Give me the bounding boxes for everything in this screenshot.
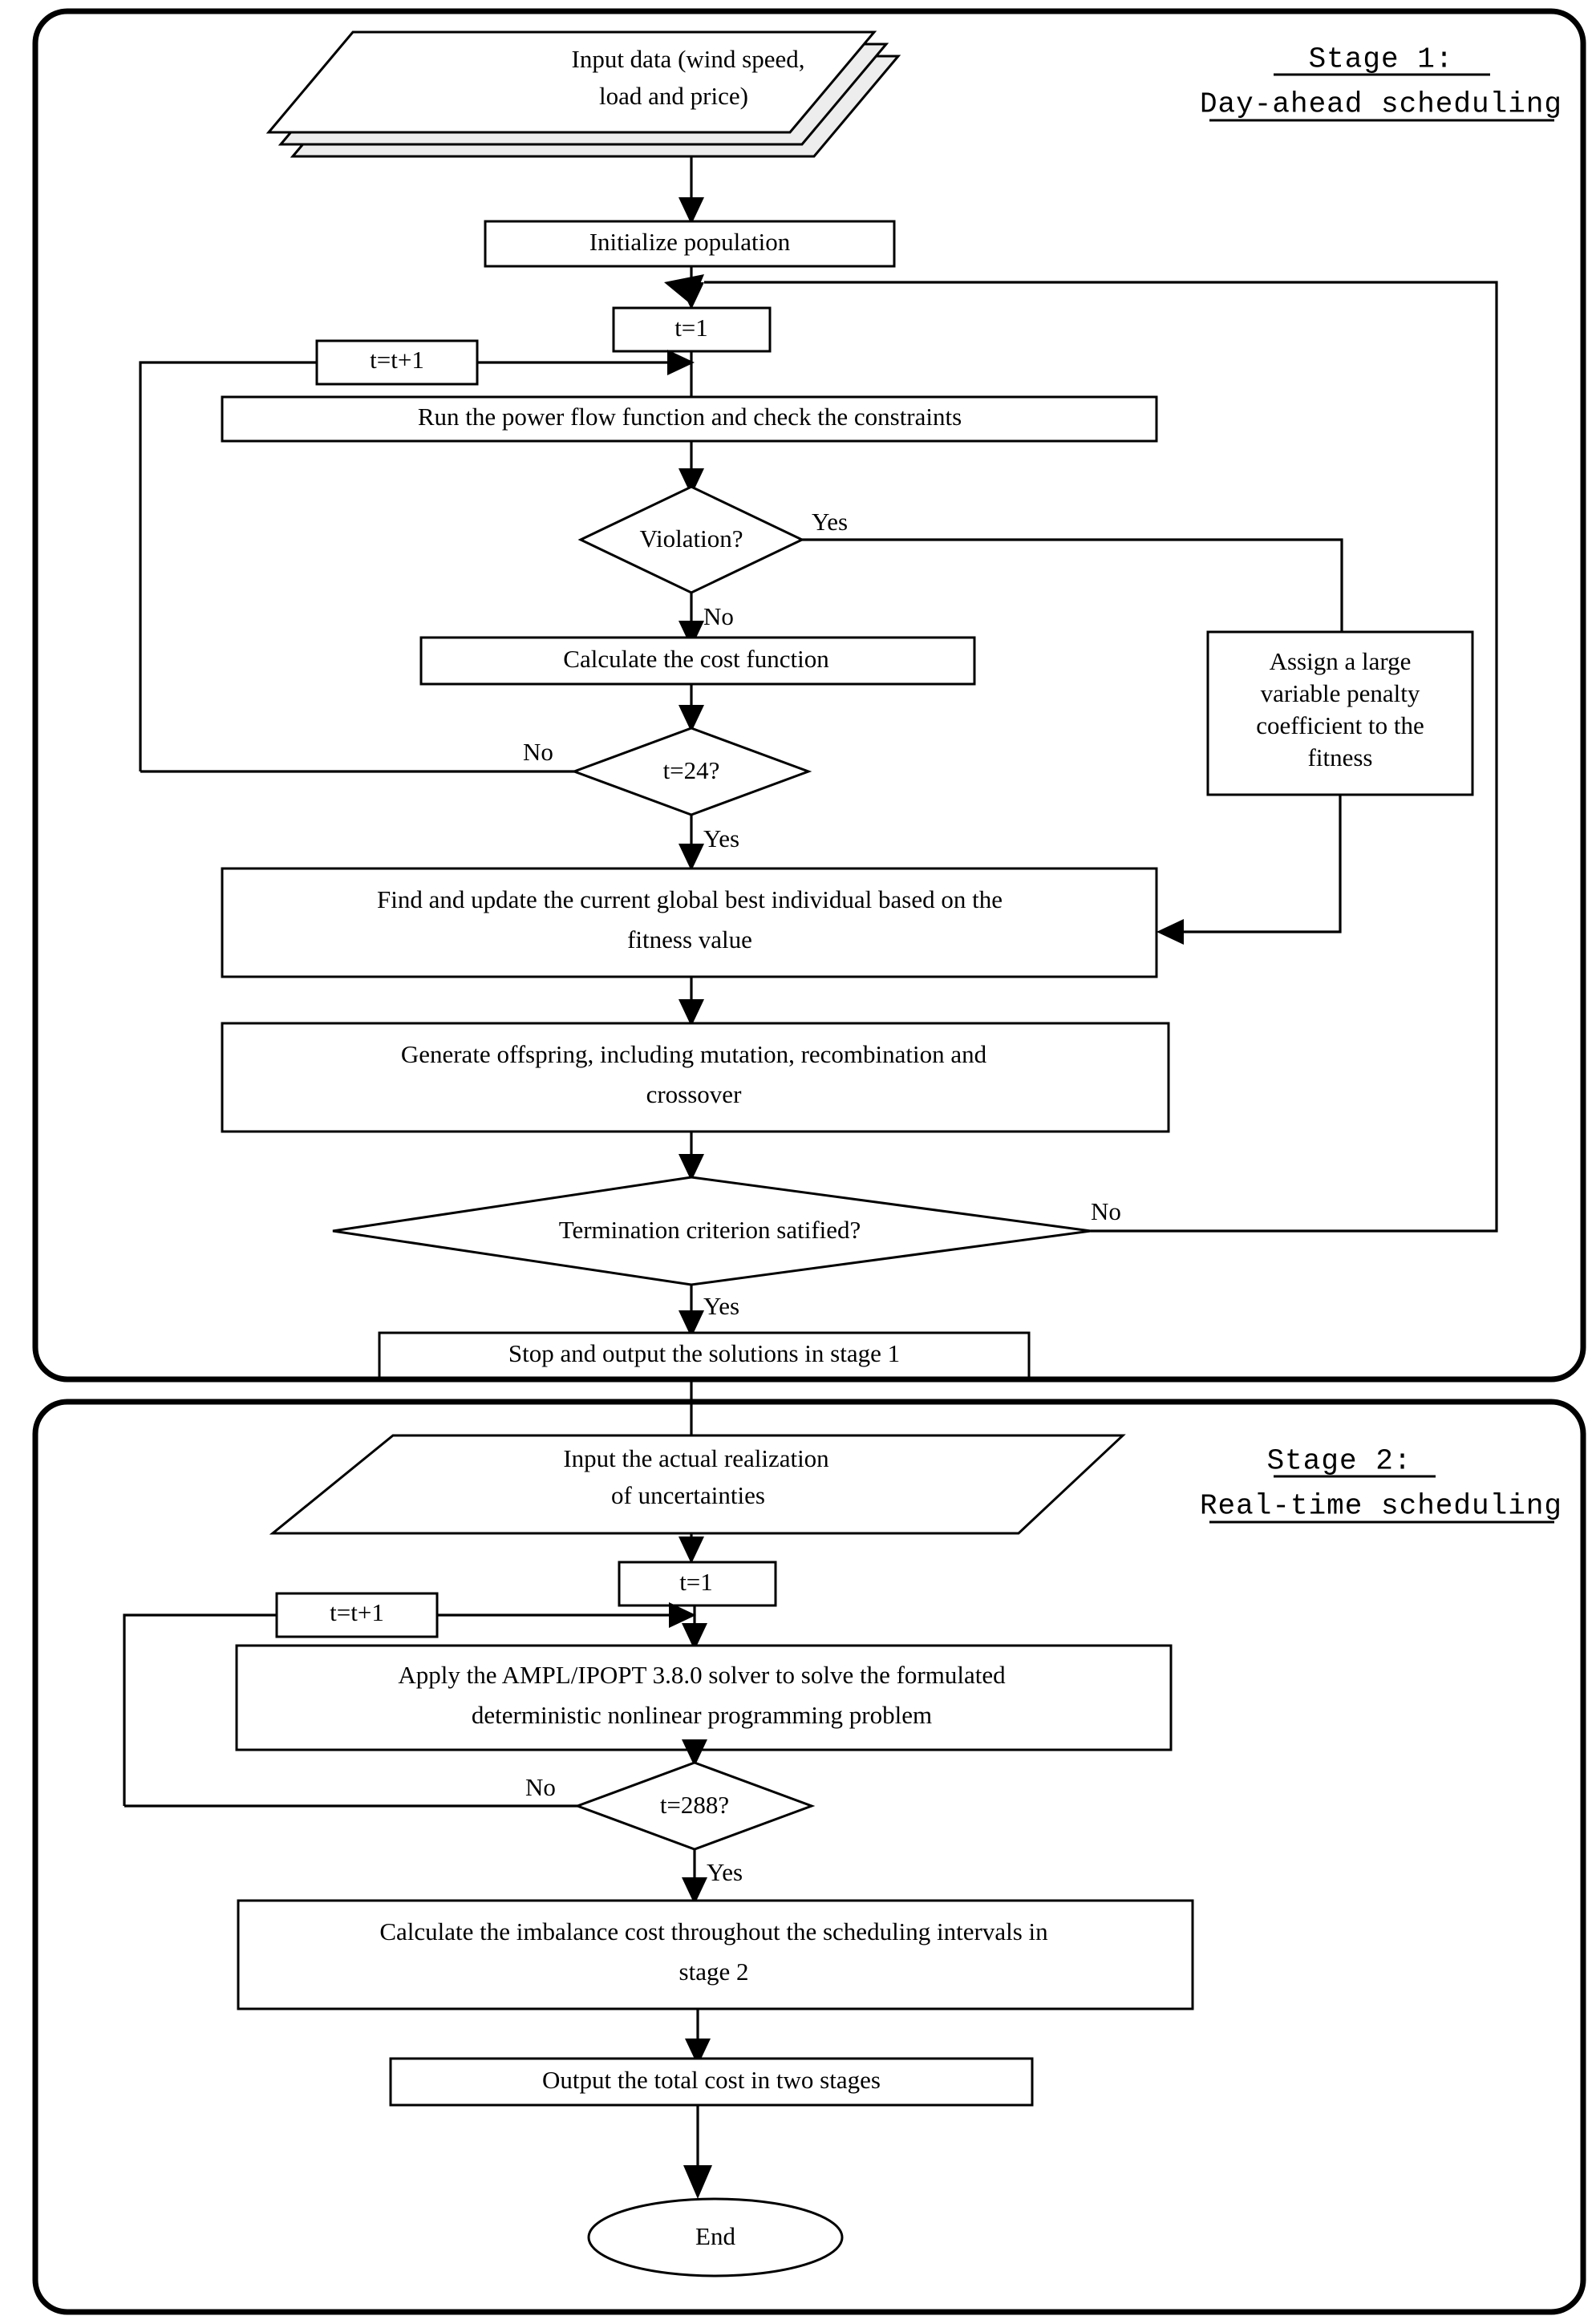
- arrowhead-termination-loop-into-t1: [664, 274, 704, 305]
- input-realization-line1: Input the actual realization: [563, 1444, 829, 1472]
- arrowhead-imbalance-to-output: [685, 2039, 711, 2066]
- arrowhead-cost-to-t24: [679, 705, 704, 732]
- t-increment-label-stage2: t=t+1: [330, 1598, 384, 1626]
- arrowhead-input-to-initialize: [679, 197, 704, 225]
- generate-offspring-box: [221, 1022, 1170, 1133]
- arrowhead-inputrealization-to-t1: [679, 1537, 704, 1564]
- calculate-cost-label: Calculate the cost function: [563, 645, 829, 673]
- stage-2-title-line2: Real-time scheduling: [1200, 1490, 1562, 1523]
- arrowhead-t24-yes: [679, 844, 704, 871]
- t-increment-label-stage1: t=t+1: [370, 346, 424, 374]
- arrowhead-tincrement-stage2: [669, 1602, 696, 1628]
- arrowhead-offspring-to-termination: [679, 1154, 704, 1181]
- stop-output-box: [378, 1331, 1031, 1379]
- arrowhead-t1-to-solver: [682, 1623, 707, 1650]
- end-ellipse: [587, 2197, 844, 2277]
- edge-t24-no-loop-stage1: [139, 361, 317, 771]
- input-realization-line2: of uncertainties: [611, 1481, 765, 1509]
- t-increment-box-stage1: [315, 339, 479, 386]
- stage-2-panel: [32, 1399, 1586, 2315]
- t-equals-1-box-stage2: [618, 1561, 777, 1607]
- t24-yes-label: Yes: [703, 824, 739, 852]
- arrowhead-runpowerflow-to-violation: [679, 468, 704, 496]
- t288-yes-label: Yes: [707, 1858, 743, 1886]
- output-total-cost-label: Output the total cost in two stages: [542, 2066, 881, 2094]
- calculate-imbalance-line1: Calculate the imbalance cost throughout …: [379, 1917, 1048, 1945]
- termination-label: Termination criterion satified?: [559, 1216, 861, 1244]
- t-equals-1-label-stage2: t=1: [679, 1568, 713, 1596]
- initialize-population-box: [484, 220, 896, 268]
- calculate-cost-box: [419, 636, 976, 686]
- arrowhead-output-to-end: [683, 2165, 712, 2199]
- input-data-label-line2: load and price): [599, 82, 748, 110]
- assign-penalty-line2: variable penalty: [1261, 679, 1420, 707]
- assign-penalty-line3: coefficient to the: [1256, 711, 1424, 739]
- input-data-label-line1: Input data (wind speed,: [572, 45, 805, 73]
- violation-yes-label: Yes: [812, 508, 848, 536]
- input-realization-parallelogram: [269, 1434, 1126, 1535]
- find-update-line1: Find and update the current global best …: [377, 885, 1003, 913]
- t24-label: t=24?: [663, 756, 720, 784]
- assign-penalty-line1: Assign a large: [1270, 647, 1412, 675]
- termination-yes-label: Yes: [703, 1292, 739, 1320]
- arrowhead-findupdate-to-offspring: [679, 999, 704, 1026]
- stage-1-title-line1: Stage 1:: [1309, 43, 1454, 76]
- generate-offspring-line1: Generate offspring, including mutation, …: [401, 1040, 987, 1068]
- find-update-line2: fitness value: [627, 925, 752, 953]
- arrowhead-termination-yes: [679, 1310, 704, 1338]
- stage-1-title-line2: Day-ahead scheduling: [1200, 88, 1562, 121]
- output-total-cost-box: [389, 2057, 1034, 2107]
- stage-2-title-line1: Stage 2:: [1267, 1445, 1412, 1478]
- arrowhead-t288-yes: [682, 1877, 707, 1905]
- arrowhead-tincrement-stage1: [667, 350, 695, 375]
- t-increment-box-stage2: [275, 1592, 439, 1638]
- t-equals-1-label: t=1: [674, 314, 708, 342]
- t288-no-label: No: [525, 1773, 556, 1801]
- input-data-parallelogram: [265, 30, 877, 134]
- t24-no-label: No: [523, 738, 553, 766]
- edge-t288-no-loop: [123, 1613, 277, 1806]
- arrowhead-solver-to-t288: [682, 1739, 707, 1767]
- violation-label: Violation?: [640, 524, 743, 553]
- t-equals-1-box: [612, 306, 772, 353]
- arrowhead-assign-to-findupdate: [1156, 919, 1184, 945]
- calculate-imbalance-box: [237, 1899, 1194, 2010]
- end-label: End: [695, 2222, 735, 2250]
- generate-offspring-line2: crossover: [646, 1080, 742, 1108]
- violation-no-label: No: [703, 602, 734, 630]
- find-update-box: [221, 867, 1158, 978]
- stop-output-label: Stop and output the solutions in stage 1: [508, 1339, 900, 1367]
- arrowhead-violation-no-to-cost: [679, 621, 704, 648]
- run-power-flow-label: Run the power flow function and check th…: [418, 403, 962, 431]
- edge-assign-to-findupdate: [1171, 795, 1342, 933]
- stage-1-panel: [32, 8, 1586, 1383]
- assign-penalty-line4: fitness: [1308, 743, 1373, 771]
- apply-solver-line2: deterministic nonlinear programming prob…: [472, 1701, 932, 1729]
- edge-violation-yes-to-assign: [802, 538, 1343, 632]
- apply-solver-line1: Apply the AMPL/IPOPT 3.8.0 solver to sol…: [398, 1661, 1006, 1689]
- t288-label: t=288?: [660, 1791, 729, 1819]
- initialize-population-label: Initialize population: [589, 228, 791, 256]
- edge-termination-no-loop: [704, 281, 1498, 1233]
- apply-solver-box: [235, 1644, 1173, 1751]
- run-power-flow-box: [221, 395, 1158, 443]
- termination-no-label: No: [1091, 1197, 1121, 1225]
- calculate-imbalance-line2: stage 2: [679, 1958, 749, 1986]
